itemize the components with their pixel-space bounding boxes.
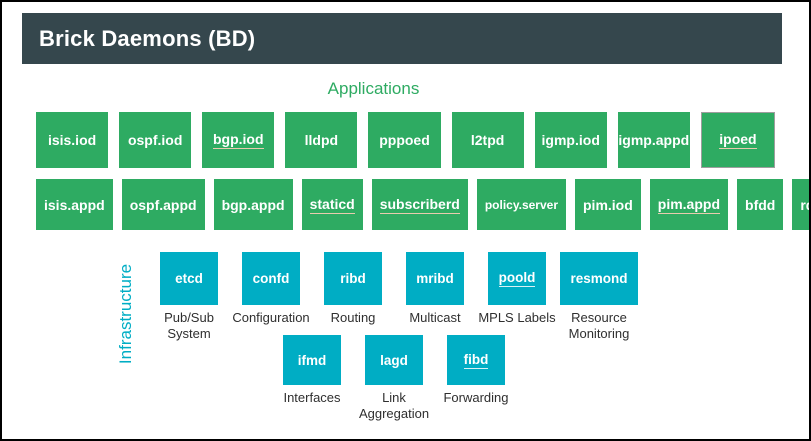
applications-row-2: isis.appd ospf.appd bgp.appd staticd sub… [36, 179, 809, 230]
page-title: Brick Daemons (BD) [39, 25, 256, 51]
infra-column-poold: poold MPLS Labels [476, 252, 558, 342]
daemon-ospf-iod: ospf.iod [119, 112, 192, 168]
infra-column-mribd: mribd Multicast [394, 252, 476, 342]
daemon-resmond: resmond [560, 252, 638, 305]
infra-column-etcd: etcd Pub/Sub System [148, 252, 230, 342]
daemon-link-label[interactable]: bgp.iod [213, 131, 264, 149]
infra-column-lagd: lagd Link Aggregation [353, 335, 435, 422]
daemon-rd: rd [792, 179, 809, 230]
daemon-label: rd [800, 196, 809, 213]
daemon-label: pppoed [379, 132, 430, 148]
daemon-label: bfdd [745, 196, 776, 213]
daemon-link-label[interactable]: staticd [309, 195, 355, 214]
daemon-ifmd: ifmd [283, 335, 341, 385]
applications-row-1: isis.iod ospf.iod bgp.iod lldpd pppoed l… [36, 112, 775, 168]
daemon-link-label[interactable]: pim.appd [657, 195, 721, 214]
daemon-label: l2tpd [470, 132, 505, 148]
daemon-pim-appd[interactable]: pim.appd [649, 179, 729, 230]
daemon-label: ribd [340, 271, 366, 286]
daemon-caption: Forwarding [443, 390, 509, 405]
daemon-label: pim.iod [583, 196, 633, 213]
daemon-ribd: ribd [324, 252, 382, 305]
daemon-caption: Resource Monitoring [568, 310, 630, 341]
daemon-label: lagd [380, 352, 408, 368]
daemon-bfdd: bfdd [737, 179, 784, 230]
daemon-link-label[interactable]: ipoed [719, 131, 757, 149]
daemon-caption: MPLS Labels [478, 310, 556, 325]
daemon-caption: Configuration [232, 310, 310, 325]
infra-column-ifmd: ifmd Interfaces [271, 335, 353, 422]
daemon-label: igmp.iod [541, 132, 600, 148]
daemon-lldpd: lldpd [285, 112, 358, 168]
daemon-lagd: lagd [365, 335, 423, 385]
infra-column-fibd: fibd Forwarding [435, 335, 517, 422]
daemon-policy-server: policy.server [476, 179, 566, 230]
daemon-bgp-appd: bgp.appd [213, 179, 293, 230]
daemon-label: ospf.iod [127, 132, 183, 148]
daemon-igmp-appd: igmp.appd [617, 112, 690, 168]
daemon-subscriberd[interactable]: subscriberd [371, 179, 468, 230]
daemon-label: isis.iod [47, 132, 97, 148]
daemon-fibd[interactable]: fibd [447, 335, 505, 385]
daemon-pppoed: pppoed [368, 112, 441, 168]
daemon-link-label[interactable]: poold [498, 270, 536, 287]
daemon-label: isis.appd [44, 196, 105, 213]
section-label-infrastructure: Infrastructure [116, 263, 135, 365]
title-bar: Brick Daemons (BD) [22, 13, 782, 64]
daemon-igmp-iod: igmp.iod [534, 112, 607, 168]
daemon-label: lldpd [304, 132, 339, 148]
daemon-label: policy.server [484, 197, 558, 212]
infra-column-confd: confd Configuration [230, 252, 312, 342]
daemon-poold[interactable]: poold [488, 252, 546, 305]
daemon-link-label[interactable]: fibd [463, 351, 489, 369]
daemon-caption: Pub/Sub System [164, 310, 214, 341]
daemon-link-label[interactable]: subscriberd [379, 195, 460, 214]
infrastructure-row-2: ifmd Interfaces lagd Link Aggregation fi… [148, 335, 640, 422]
infra-column-resmond: resmond Resource Monitoring [558, 252, 640, 342]
daemon-caption: Interfaces [283, 390, 341, 405]
daemon-label: ifmd [297, 352, 327, 368]
daemon-staticd[interactable]: staticd [301, 179, 363, 230]
infrastructure-row-1: etcd Pub/Sub System confd Configuration … [148, 252, 640, 342]
daemon-label: bgp.appd [221, 196, 285, 213]
infrastructure-grid: etcd Pub/Sub System confd Configuration … [148, 252, 640, 422]
daemon-bgp-iod[interactable]: bgp.iod [202, 112, 275, 168]
daemon-caption: Multicast [409, 310, 461, 325]
daemon-ospf-appd: ospf.appd [121, 179, 205, 230]
daemon-label: resmond [570, 271, 628, 286]
infra-column-ribd: ribd Routing [312, 252, 394, 342]
daemon-ipoed[interactable]: ipoed [700, 112, 775, 168]
daemon-mribd: mribd [406, 252, 464, 305]
daemon-l2tpd: l2tpd [451, 112, 524, 168]
daemon-label: etcd [175, 271, 203, 286]
daemon-caption: Link Aggregation [358, 390, 430, 421]
daemon-caption: Routing [330, 310, 376, 325]
daemon-isis-appd: isis.appd [36, 179, 113, 230]
daemon-confd: confd [242, 252, 300, 305]
section-label-applications: Applications [327, 79, 420, 98]
daemon-label: igmp.appd [618, 132, 690, 148]
daemon-isis-iod: isis.iod [36, 112, 109, 168]
daemon-label: confd [252, 271, 290, 286]
daemon-pim-iod: pim.iod [575, 179, 641, 230]
daemon-label: mribd [416, 271, 454, 286]
daemon-label: ospf.appd [129, 196, 197, 213]
daemon-etcd: etcd [160, 252, 218, 305]
